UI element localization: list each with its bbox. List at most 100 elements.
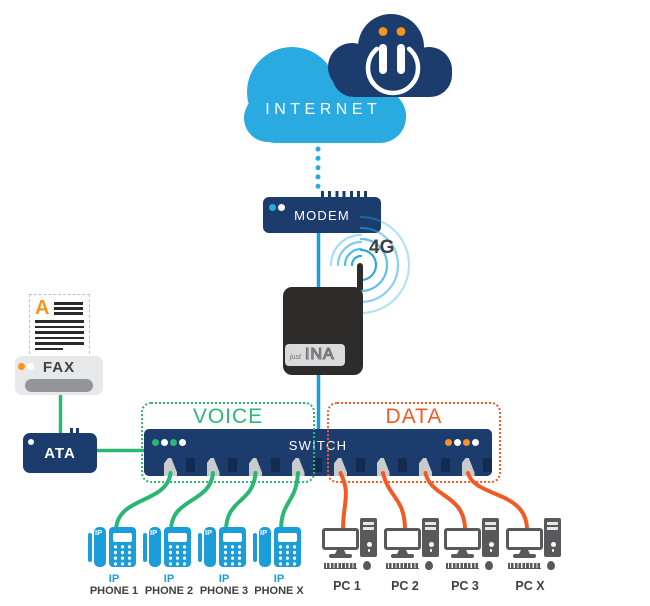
internet-label: INTERNET (265, 101, 382, 118)
pc-2-label: PC 2 (391, 579, 419, 593)
pc-3-label: PC 3 (451, 579, 479, 593)
ip-phone-3: IP (198, 527, 246, 567)
router-brand-name: INA (304, 345, 335, 363)
ata-led-white (28, 439, 34, 445)
ata-label: ATA (44, 445, 76, 462)
pc-tower (422, 518, 439, 557)
phone-ip-badge: IP (260, 528, 268, 537)
phone-x-label: IP PHONE X (254, 573, 304, 597)
phone-screen (113, 533, 132, 542)
switch-led-white-4 (472, 439, 479, 446)
pc-mouse (547, 561, 555, 570)
phone-ip-badge: IP (95, 528, 103, 537)
phone-body (219, 527, 246, 567)
pc-mouse (425, 561, 433, 570)
pc-keyboard (444, 561, 481, 570)
switch-led-orange-2 (463, 439, 470, 446)
voice-zone: VOICE (141, 402, 315, 483)
phone-body (164, 527, 191, 567)
pc-monitor (444, 528, 481, 550)
fax-machine: FAX (15, 356, 103, 395)
modem-label: MODEM (294, 208, 350, 223)
pc-mouse (363, 561, 371, 570)
switch-led-orange-1 (445, 439, 452, 446)
lte-router: just INA (283, 287, 363, 375)
phone-bracket (143, 533, 147, 562)
document-letter: A (35, 297, 50, 319)
phone-body (109, 527, 136, 567)
ata-adapter: ATA (23, 433, 97, 473)
pc-mouse (485, 561, 493, 570)
pc-1 (322, 518, 378, 570)
phone-bracket (198, 533, 202, 562)
phone-screen (168, 533, 187, 542)
switch-port-empty-5 (355, 458, 365, 472)
pc-x-label: PC X (515, 579, 545, 593)
phone-handset (259, 527, 271, 567)
pc-tower (482, 518, 499, 557)
phone-handset (94, 527, 106, 567)
pc-monitor (322, 528, 359, 550)
pc-stand (519, 549, 530, 554)
pc-keyboard (506, 561, 543, 570)
voice-zone-label: VOICE (192, 405, 264, 428)
pc-monitor (384, 528, 421, 550)
ii-power-logo-icon (365, 27, 421, 96)
pc-base (391, 554, 414, 558)
fax-led-amber (18, 362, 25, 370)
pc-base (451, 554, 474, 558)
network-switch: SWITCH (144, 429, 492, 476)
document-short-lines (54, 302, 83, 318)
phone-keypad (222, 544, 243, 567)
pc-tower (360, 518, 377, 557)
phone-handset (149, 527, 161, 567)
phone-screen (223, 533, 242, 542)
phone-body (274, 527, 301, 567)
phone-2-label: IP PHONE 2 (144, 573, 194, 597)
data-zone: DATA (327, 402, 501, 483)
internet-cloud-shape (244, 47, 406, 143)
phone-keypad (112, 544, 133, 567)
router-antenna (357, 263, 363, 290)
switch-label: SWITCH (288, 438, 348, 453)
phone-handset (204, 527, 216, 567)
ip-phone-1: IP (88, 527, 136, 567)
fax-paper-slot (25, 379, 93, 392)
switch-led-green-2 (170, 439, 177, 446)
switch-port-empty-2 (228, 458, 237, 472)
switch-port-empty-7 (440, 458, 450, 472)
switch-led-green-1 (152, 439, 159, 446)
pc-2 (384, 518, 440, 570)
switch-port-empty-4 (313, 458, 322, 472)
phone-ip-badge: IP (205, 528, 213, 537)
pc-monitor (506, 528, 543, 550)
data-zone-label: DATA (385, 405, 443, 428)
router-brand-script: just (290, 354, 301, 361)
router-brand-plate: just INA (285, 344, 345, 366)
phone-keypad (167, 544, 188, 567)
phone-bracket (88, 533, 92, 562)
modem: MODEM (263, 197, 381, 233)
switch-port-empty-8 (483, 458, 492, 472)
modem-vents (321, 191, 368, 198)
pc-keyboard (322, 561, 359, 570)
switch-led-white-3 (454, 439, 461, 446)
pc-stand (397, 549, 408, 554)
pc-x (506, 518, 562, 570)
phone-ip-badge: IP (150, 528, 158, 537)
switch-port-empty-3 (270, 458, 280, 472)
switch-led-white-1 (161, 439, 168, 446)
modem-led-white (277, 203, 285, 211)
document-text-lines (35, 320, 84, 353)
phone-keypad (277, 544, 298, 567)
ata-vents (70, 428, 81, 434)
pc-3 (444, 518, 500, 570)
fax-document: A (29, 294, 90, 359)
phone-3-label: IP PHONE 3 (199, 573, 249, 597)
brand-cloud-shape (328, 14, 452, 97)
pc-base (329, 554, 352, 558)
switch-led-white-2 (179, 439, 186, 446)
pc-stand (335, 549, 346, 554)
pc-tower (544, 518, 561, 557)
